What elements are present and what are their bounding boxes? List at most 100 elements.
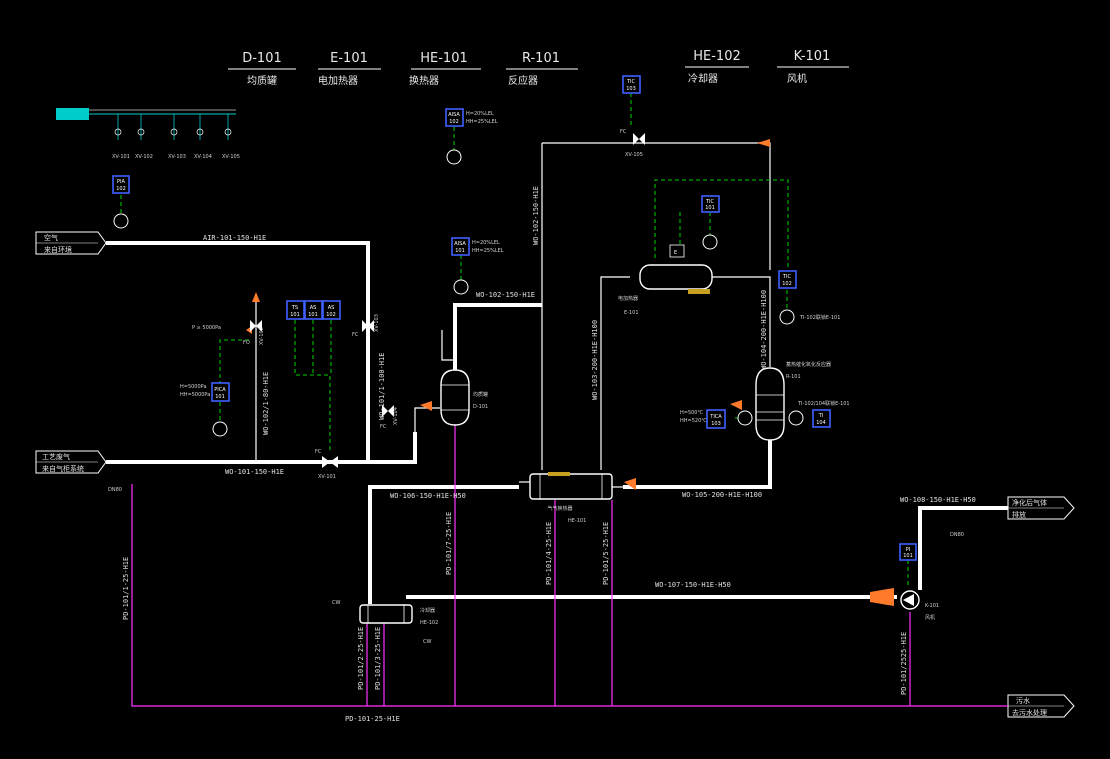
inlet-air-label: 空气 bbox=[44, 233, 58, 242]
inlet-gas-label: 工艺废气 bbox=[42, 452, 70, 461]
he102-tag: HE-102 bbox=[420, 620, 438, 626]
blower-k101: K-101 风机 bbox=[900, 590, 939, 621]
pipe-air-101 bbox=[106, 241, 370, 462]
ti102-note: TI-102联锁E-101 bbox=[799, 314, 840, 321]
fittings bbox=[246, 139, 894, 606]
sig-ts-xv101 bbox=[294, 320, 331, 450]
label-pd-101: PD-101-25-H1E bbox=[345, 715, 400, 723]
legend-xv-label: XV-102 bbox=[135, 154, 153, 160]
exchanger-he101: 气气换热器 HE-101 bbox=[519, 472, 623, 524]
header-he101-code: HE-101 bbox=[420, 51, 468, 66]
outlet-vent-dest: 排放 bbox=[1012, 510, 1026, 519]
xv104-fc: FC bbox=[380, 424, 387, 430]
inst-tic102[interactable]: TIC 102 TI-102联锁E-101 bbox=[778, 270, 840, 325]
pipe-bypass-top bbox=[542, 142, 771, 270]
svg-text:102: 102 bbox=[449, 119, 459, 125]
valves: XV-101 FC XV-102 FO XV-103 FC XV-104 FC … bbox=[243, 129, 645, 480]
svg-text:TICA: TICA bbox=[709, 414, 722, 420]
inst-ts101[interactable]: TS 101 bbox=[286, 300, 305, 320]
he101-tag: HE-101 bbox=[568, 518, 586, 524]
d101-name: 均质罐 bbox=[473, 391, 488, 398]
xv104-label: XV-104 bbox=[393, 407, 399, 425]
valve-xv101[interactable]: XV-101 FC bbox=[315, 449, 338, 480]
aisa102-alarm-hh: HH=25%LEL bbox=[466, 119, 498, 125]
ti-note: TI-102/104联锁E-101 bbox=[797, 400, 850, 407]
pica-alarm-hh: HH=5000Pa bbox=[180, 392, 210, 398]
xv105-label: XV-105 bbox=[625, 152, 643, 158]
label-wo-103: WO-103-200-H1E-H100 bbox=[591, 320, 599, 400]
label-pd-101-7: PD-101/7-25-H1E bbox=[445, 512, 453, 575]
valve-xv103[interactable]: XV-103 FC bbox=[352, 314, 380, 338]
label-pd-101-5: PD-101/5-25-H1E bbox=[602, 522, 610, 585]
label-wo-104: WO-104-200-H1E-H100 bbox=[760, 290, 768, 370]
misc-notes: P ≥ 5000Pa DN80 DN80 bbox=[108, 325, 964, 538]
reactor-r101: 蓄热催化氧化反应器 R-101 bbox=[755, 361, 831, 441]
svg-text:E: E bbox=[674, 250, 677, 256]
header-he102: HE-102 冷却器 bbox=[685, 49, 749, 85]
svg-text:103: 103 bbox=[711, 421, 721, 427]
inst-as102[interactable]: AS 102 bbox=[322, 300, 341, 320]
valve-xv102[interactable]: XV-102 FO bbox=[243, 320, 265, 346]
e101-tag: E-101 bbox=[624, 310, 639, 316]
he101-name: 气气换热器 bbox=[547, 505, 572, 512]
label-air-101: AIR-101-150-H1E bbox=[203, 234, 266, 242]
inst-pia102[interactable]: PIA 102 bbox=[112, 175, 130, 229]
equipment-header: D-101 均质罐 E-101 电加热器 HE-101 换热器 R-101 反应… bbox=[228, 49, 849, 87]
pipe-wo-106 bbox=[368, 485, 519, 604]
xv101-fc: FC bbox=[315, 449, 322, 455]
svg-text:104: 104 bbox=[816, 420, 826, 426]
header-k101-code: K-101 bbox=[794, 49, 831, 64]
valve-xv104[interactable]: XV-104 FC bbox=[380, 405, 399, 430]
inst-pica101[interactable]: PICA 101 H=5000Pa HH=5000Pa bbox=[180, 382, 230, 437]
inst-as101[interactable]: AS 101 bbox=[304, 300, 323, 320]
process-pipes bbox=[106, 142, 1008, 604]
outlet-vent: 净化后气体 排放 bbox=[1007, 496, 1075, 520]
svg-text:102: 102 bbox=[116, 186, 126, 192]
xv102-label: XV-102 bbox=[259, 327, 265, 345]
legend-xv-label: XV-104 bbox=[194, 154, 212, 160]
legend-xv-label: XV-105 bbox=[222, 154, 240, 160]
header-d101-code: D-101 bbox=[242, 51, 282, 66]
header-he102-name: 冷却器 bbox=[688, 72, 718, 85]
label-wo-101: WO-101-150-H1E bbox=[225, 468, 284, 476]
inst-tic103[interactable]: TIC 103 bbox=[622, 75, 641, 94]
signal-lines bbox=[120, 93, 909, 585]
label-pd-101-3: PD-101/3-25-H1E bbox=[374, 627, 382, 690]
sig-tic102-e101 bbox=[654, 179, 789, 270]
label-wo-106: WO-106-150-H1E-H50 bbox=[390, 492, 466, 500]
he102-cw: CW bbox=[423, 639, 431, 645]
pipe-wo-103 bbox=[600, 276, 630, 470]
outlet-drain-label: 污水 bbox=[1016, 696, 1030, 705]
svg-text:101: 101 bbox=[705, 205, 715, 211]
inst-aisa102[interactable]: AISA 102 H=20%LEL HH=25%LEL bbox=[445, 108, 498, 165]
svg-text:102: 102 bbox=[782, 281, 792, 287]
valve-xv105[interactable]: XV-105 FC bbox=[620, 129, 645, 158]
inst-tic101[interactable]: TIC 101 bbox=[701, 195, 720, 250]
k101-tag: K-101 bbox=[925, 603, 939, 609]
pipe-wo-102 bbox=[453, 303, 542, 372]
e101-name: 电加热器 bbox=[618, 295, 638, 302]
xv102-fo: FO bbox=[243, 340, 250, 346]
header-r101-name: 反应器 bbox=[508, 74, 538, 87]
xv105-fc: FC bbox=[620, 129, 627, 135]
pipe-d101-aux bbox=[441, 330, 455, 361]
svg-text:101: 101 bbox=[215, 394, 225, 400]
inst-aisa101[interactable]: AISA 101 H=20%LEL HH=25%LEL bbox=[451, 237, 504, 295]
header-d101: D-101 均质罐 bbox=[228, 51, 296, 87]
pica-alarm-h: H=5000Pa bbox=[180, 384, 207, 390]
inst-tica103[interactable]: TICA 103 H=500℃ HH=520℃ bbox=[680, 409, 753, 429]
drain-pd-101 bbox=[131, 484, 1008, 707]
header-he101: HE-101 换热器 bbox=[409, 51, 481, 87]
label-wo-107: WO-107-150-H1E-H50 bbox=[655, 581, 731, 589]
svg-text:PIA: PIA bbox=[117, 179, 125, 185]
inst-pi101[interactable]: PI 101 bbox=[899, 543, 917, 561]
pipe-wo-108 bbox=[918, 506, 1008, 590]
svg-text:AISA: AISA bbox=[448, 112, 460, 118]
xv103-label: XV-103 bbox=[374, 314, 380, 332]
instrument-boxes: PIA 102 PICA 101 H=5000Pa HH=5000Pa TS 1… bbox=[112, 75, 917, 561]
drain-lines bbox=[131, 425, 1008, 707]
r101-name: 蓄热催化氧化反应器 bbox=[786, 361, 831, 368]
heater-e101: 电加热器 E-101 E bbox=[618, 244, 713, 316]
inst-ti104[interactable]: TI 104 TI-102/104联锁E-101 bbox=[788, 400, 850, 428]
